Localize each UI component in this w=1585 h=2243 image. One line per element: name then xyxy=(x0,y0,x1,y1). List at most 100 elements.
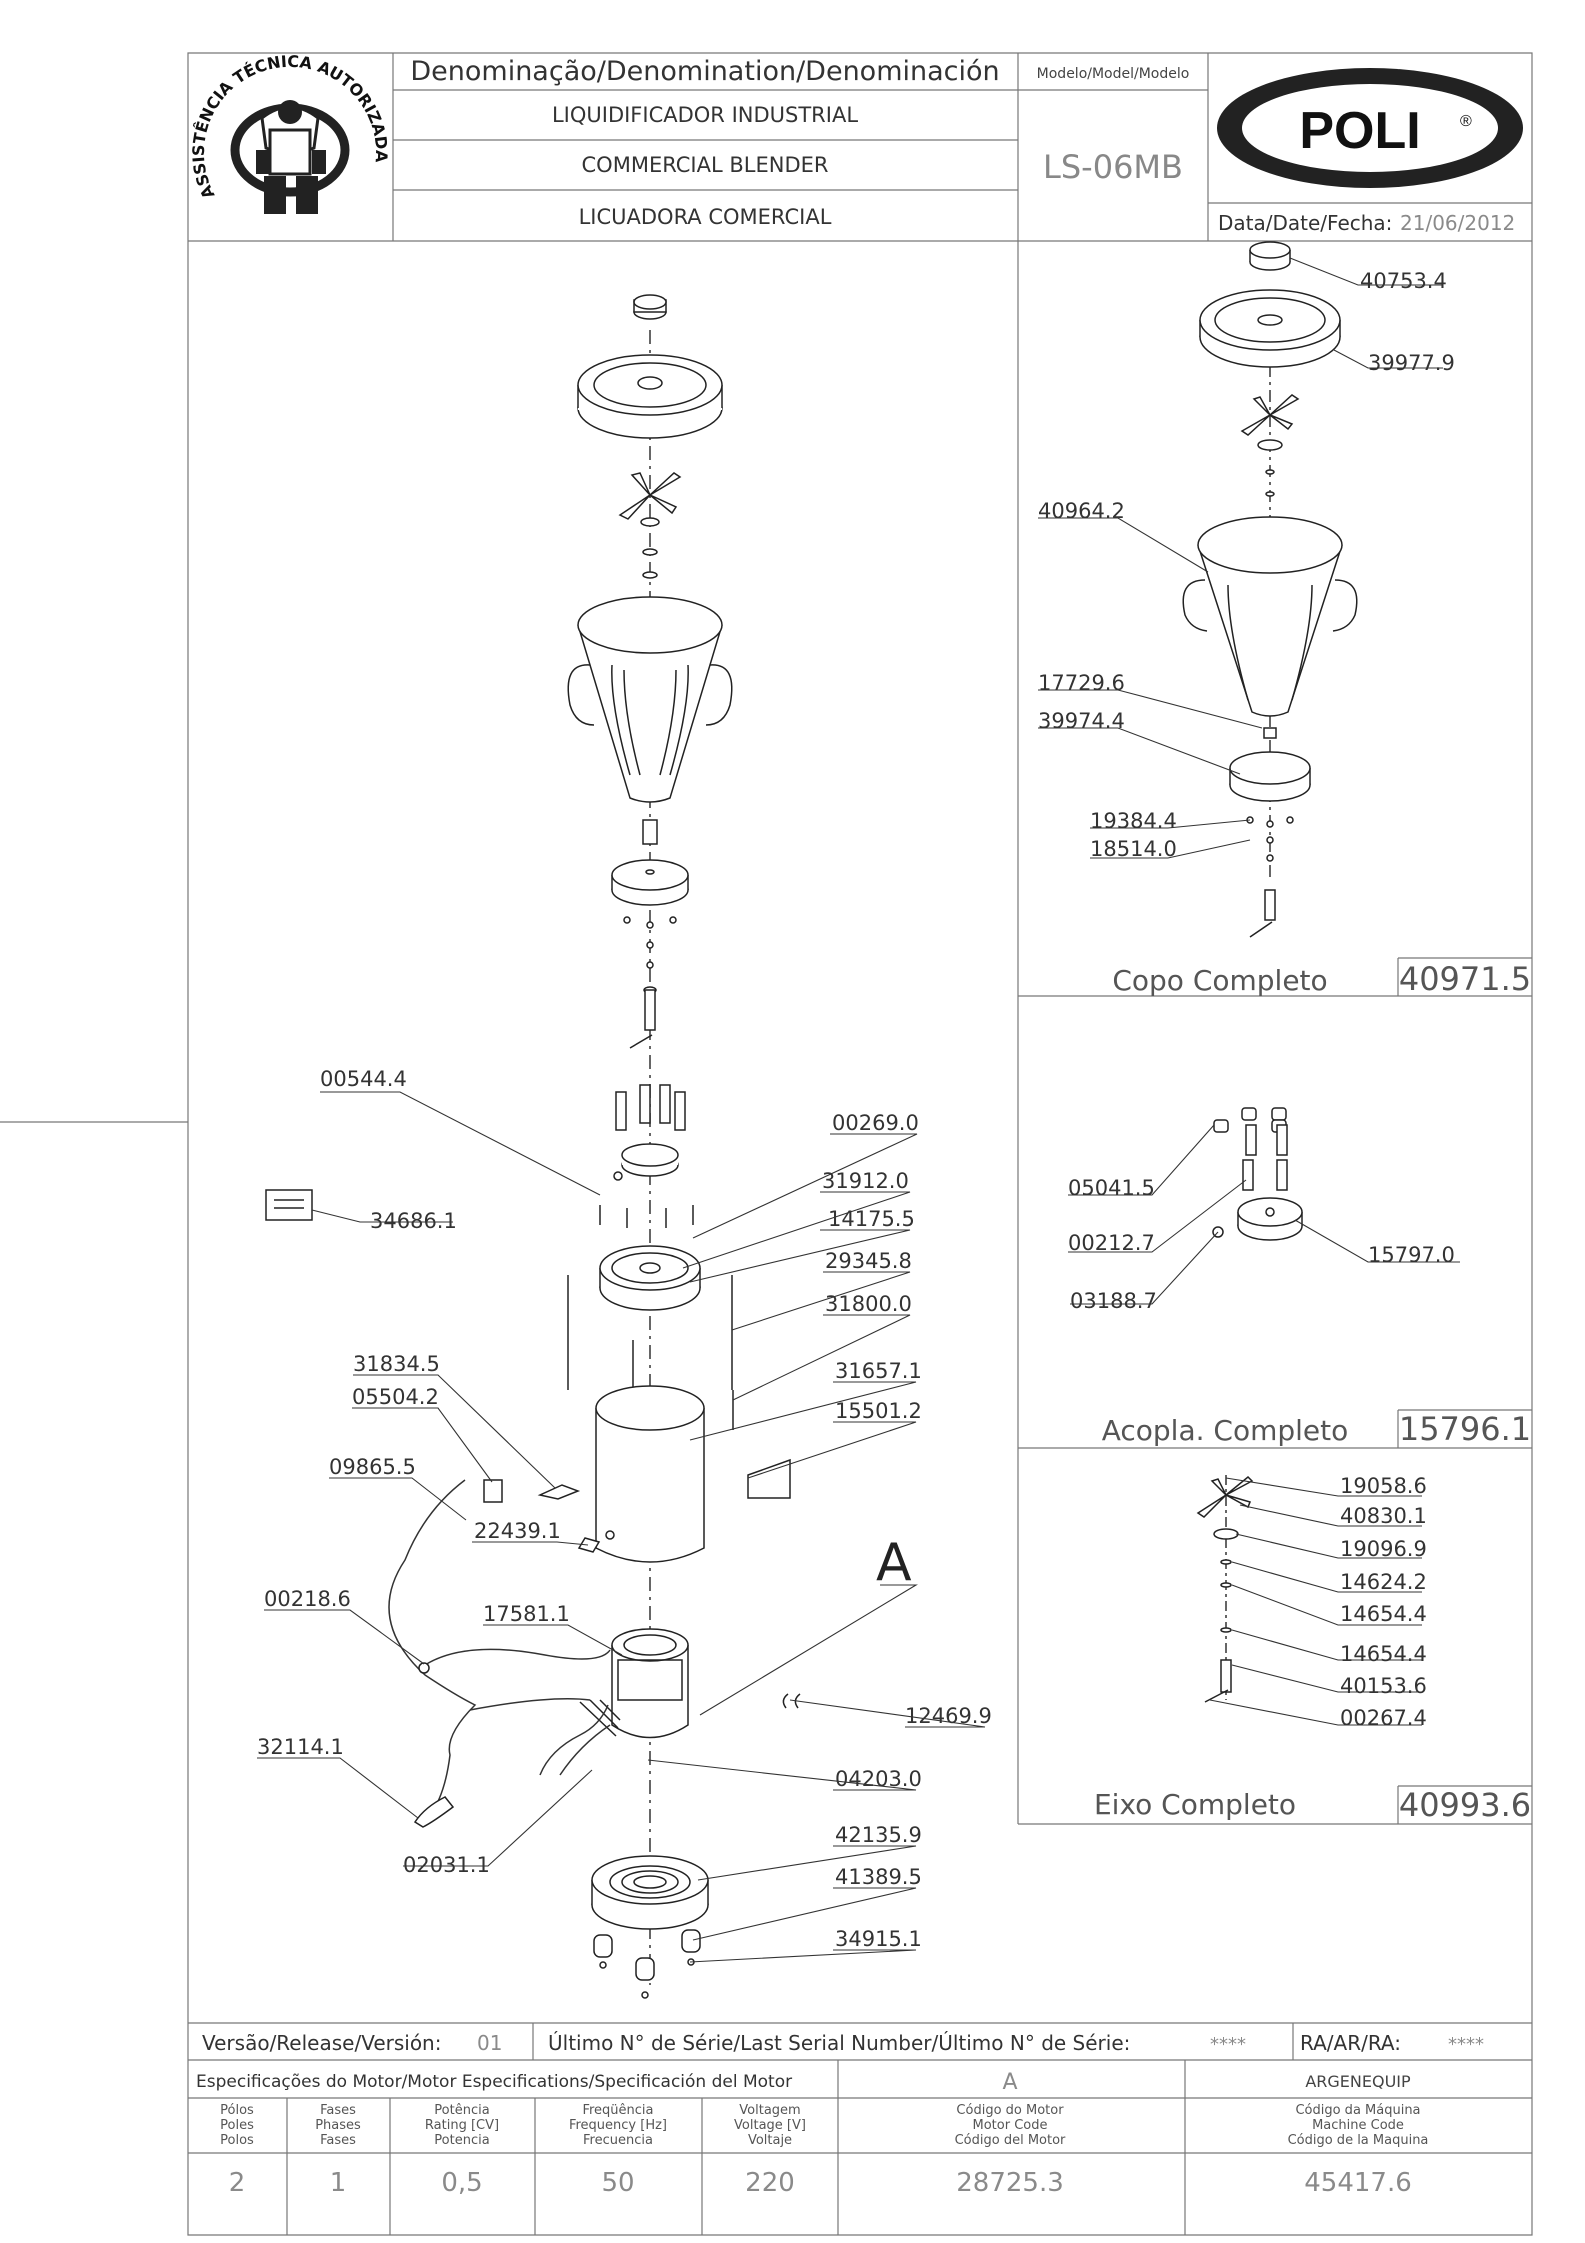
part-label: 19384.4 xyxy=(1090,809,1177,833)
model-label: Modelo/Model/Modelo xyxy=(1037,66,1190,82)
coupling-leader-lines xyxy=(1068,1125,1460,1304)
part-label: 31912.0 xyxy=(822,1169,909,1193)
base-screws-drawing xyxy=(624,917,676,968)
part-label: 39974.4 xyxy=(1038,709,1125,733)
part-label: 40830.1 xyxy=(1340,1504,1427,1528)
motor-letter: A xyxy=(1002,2070,1017,2095)
shaft-part-labels: 19058.6 40830.1 19096.9 14624.2 14654.4 … xyxy=(1340,1474,1427,1730)
feet-drawing xyxy=(594,1930,700,1998)
svg-text:Potencia: Potencia xyxy=(434,2133,489,2148)
blade-drawing xyxy=(620,473,680,578)
coupling-drawing xyxy=(614,1085,685,1180)
svg-text:Frequency [Hz]: Frequency [Hz] xyxy=(569,2118,667,2133)
fan-base-drawing xyxy=(592,1856,708,1929)
svg-text:Freqüência: Freqüência xyxy=(582,2103,653,2118)
supplier: ARGENEQUIP xyxy=(1305,2072,1411,2091)
part-label: 17581.1 xyxy=(483,1602,570,1626)
voltage-value: 220 xyxy=(745,2168,795,2198)
section-title-cup: Copo Completo xyxy=(1112,964,1327,997)
serial-label: Último N° de Série/Last Serial Number/Úl… xyxy=(548,2031,1130,2055)
part-label: 17729.6 xyxy=(1038,671,1125,695)
main-exploded-view xyxy=(266,295,800,1998)
svg-text:Poles: Poles xyxy=(220,2118,254,2133)
svg-text:Machine Code: Machine Code xyxy=(1312,2118,1404,2133)
svg-text:Código do Motor: Código do Motor xyxy=(956,2103,1064,2118)
model-number: LS-06MB xyxy=(1043,148,1183,186)
frequency-value: 50 xyxy=(601,2168,634,2198)
part-label: 15797.0 xyxy=(1368,1243,1455,1267)
name-es: LICUADORA COMERCIAL xyxy=(579,205,832,229)
svg-text:Código de la Maquina: Código de la Maquina xyxy=(1288,2133,1429,2148)
cup-part-labels: 40753.4 39977.9 40964.2 17729.6 39974.4 … xyxy=(1038,269,1455,861)
part-label: 34686.1 xyxy=(370,1209,457,1233)
part-label: 15501.2 xyxy=(835,1399,922,1423)
svg-text:Código del Motor: Código del Motor xyxy=(955,2133,1066,2148)
main-part-labels: 00544.4 00269.0 31912.0 14175.5 34686.1 … xyxy=(257,1067,992,1951)
svg-text:Fases: Fases xyxy=(320,2103,356,2118)
date-label: Data/Date/Fecha: xyxy=(1218,211,1392,235)
part-label: 19058.6 xyxy=(1340,1474,1427,1498)
screws-drawing xyxy=(600,1205,693,1228)
part-label: 05041.5 xyxy=(1068,1176,1155,1200)
section-code-coupling: 15796.1 xyxy=(1399,1410,1531,1448)
part-label: 18514.0 xyxy=(1090,837,1177,861)
part-label: 14654.4 xyxy=(1340,1642,1427,1666)
phases-value: 1 xyxy=(330,2168,347,2198)
cap-drawing xyxy=(634,295,666,319)
part-label: 14175.5 xyxy=(828,1207,915,1231)
motor-cover-drawing xyxy=(600,1246,700,1310)
denomination-label: Denominação/Denomination/Denominación xyxy=(410,56,999,87)
svg-text:Rating [CV]: Rating [CV] xyxy=(425,2118,499,2133)
svg-text:Motor Code: Motor Code xyxy=(973,2118,1048,2133)
part-label: 39977.9 xyxy=(1368,351,1455,375)
part-label: 09865.5 xyxy=(329,1455,416,1479)
date-value: 21/06/2012 xyxy=(1400,211,1515,235)
name-pt: LIQUIDIFICADOR INDUSTRIAL xyxy=(552,103,858,127)
motor-drawing xyxy=(580,1629,688,1738)
part-label: 42135.9 xyxy=(835,1823,922,1847)
part-label: 00212.7 xyxy=(1068,1231,1155,1255)
cup-base-drawing xyxy=(612,860,688,905)
name-en: COMMERCIAL BLENDER xyxy=(582,153,829,177)
part-label: 31657.1 xyxy=(835,1359,922,1383)
svg-text:Fases: Fases xyxy=(320,2133,356,2148)
brand-mark: ® xyxy=(1460,113,1472,130)
part-label: 12469.9 xyxy=(905,1704,992,1728)
part-label: 14624.2 xyxy=(1340,1570,1427,1594)
ra-value: **** xyxy=(1448,2034,1484,2055)
part-label: 00267.4 xyxy=(1340,1706,1427,1730)
part-label: 00269.0 xyxy=(832,1111,919,1135)
spec-values: 2 1 0,5 50 220 28725.3 45417.6 xyxy=(229,2168,1412,2198)
svg-text:Voltaje: Voltaje xyxy=(748,2133,792,2148)
part-label: 31834.5 xyxy=(353,1352,440,1376)
part-label: 22439.1 xyxy=(474,1519,561,1543)
part-label: 29345.8 xyxy=(825,1249,912,1273)
svg-text:Código da Máquina: Código da Máquina xyxy=(1295,2103,1420,2118)
part-label: 14654.4 xyxy=(1340,1602,1427,1626)
ra-label: RA/AR/RA: xyxy=(1300,2031,1401,2055)
part-label: 40153.6 xyxy=(1340,1674,1427,1698)
motor-spec-label: Especificações do Motor/Motor Especifica… xyxy=(196,2072,792,2092)
poli-logo: POLI ® xyxy=(1217,68,1523,188)
svg-text:Frecuencia: Frecuencia xyxy=(583,2133,653,2148)
release-value: 01 xyxy=(477,2031,502,2055)
part-label: 04203.0 xyxy=(835,1767,922,1791)
part-label: 02031.1 xyxy=(403,1853,490,1877)
section-code-cup: 40971.5 xyxy=(1399,960,1531,998)
svg-text:Voltagem: Voltagem xyxy=(739,2103,800,2118)
motor-code-value: 28725.3 xyxy=(956,2168,1064,2198)
svg-text:A: A xyxy=(876,1533,912,1593)
part-label: 40964.2 xyxy=(1038,499,1125,523)
part-label: 00218.6 xyxy=(264,1587,351,1611)
part-label: 34915.1 xyxy=(835,1927,922,1951)
brand-name: POLI xyxy=(1299,102,1420,160)
authorized-service-seal: ASSISTÊNCIA TÉCNICA AUTORIZADA xyxy=(189,52,391,233)
section-title-shaft: Eixo Completo xyxy=(1094,1788,1296,1821)
poles-value: 2 xyxy=(229,2168,246,2198)
part-label: 00544.4 xyxy=(320,1067,407,1091)
svg-text:Pólos: Pólos xyxy=(220,2103,254,2118)
cup-leader-lines xyxy=(1038,258,1443,858)
shaft-drawing xyxy=(630,987,656,1048)
section-title-coupling: Acopla. Completo xyxy=(1102,1414,1349,1447)
